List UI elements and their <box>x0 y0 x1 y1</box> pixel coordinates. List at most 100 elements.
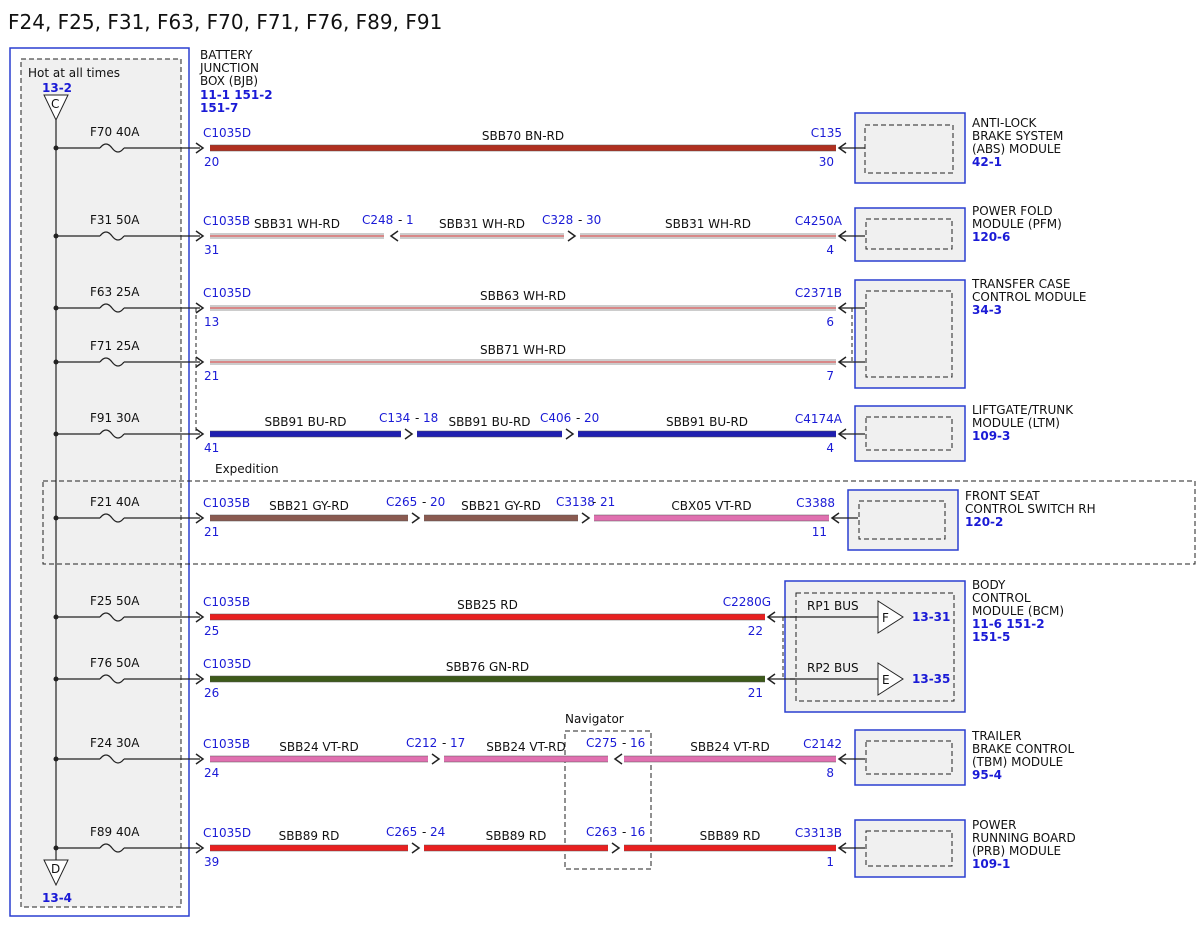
bus-letter: E <box>882 673 890 687</box>
end-pin-label: 8 <box>826 766 834 780</box>
inline-connector-dash: - <box>442 736 446 750</box>
inline-connector-arrow-icon <box>411 842 421 854</box>
end-connector-label[interactable]: C3313B <box>795 826 842 840</box>
module-inner-region <box>865 218 953 250</box>
connector-label[interactable]: C1035D <box>203 826 251 840</box>
inline-connector-label[interactable]: C406 <box>540 411 571 425</box>
wire-segment: SBB89 RD <box>624 829 836 852</box>
module-frame <box>854 729 966 786</box>
fuse-icon <box>99 357 125 367</box>
connector-label[interactable]: C1035B <box>203 214 250 228</box>
end-pin-label: 4 <box>826 243 834 257</box>
fuse-label: F31 50A <box>90 213 140 227</box>
connector-label[interactable]: C1035B <box>203 595 250 609</box>
end-connector-label[interactable]: C4250A <box>795 214 843 228</box>
inline-connector-label[interactable]: C134 <box>379 411 410 425</box>
end-pin-label: 6 <box>826 315 834 329</box>
bjb-top-ref[interactable]: 13-2 <box>42 81 72 95</box>
inline-connector-label[interactable]: C3138 <box>556 495 595 509</box>
wire-segment: SBB24 VT-RD <box>624 740 836 763</box>
wire-segment: SBB89 RD <box>210 829 408 852</box>
splice-dot-icon <box>53 515 59 521</box>
fuse-label: F24 30A <box>90 736 140 750</box>
splice-dot-icon <box>53 359 59 365</box>
module-name-line: FRONT SEAT <box>965 489 1040 503</box>
fuse-label: F21 40A <box>90 495 140 509</box>
splice-dot-icon <box>53 233 59 239</box>
inline-connector-arrow-icon <box>611 842 621 854</box>
module-inner-region <box>864 124 954 174</box>
inline-connector-label[interactable]: C248 <box>362 213 393 227</box>
pin-label: 21 <box>204 525 219 539</box>
wire-segment: SBB91 BU-RD <box>417 415 562 438</box>
end-connector-label[interactable]: C2371B <box>795 286 842 300</box>
inline-connector-label[interactable]: C265 <box>386 495 417 509</box>
pin-label: 20 <box>204 155 219 169</box>
module-ref[interactable]: 120-6 <box>972 230 1010 244</box>
bjb-bottom-ref[interactable]: 13-4 <box>42 891 72 905</box>
pin-label: 26 <box>204 686 219 700</box>
module-ref[interactable]: 11-6 151-2 <box>972 617 1045 631</box>
connector-label[interactable]: C1035D <box>203 286 251 300</box>
connector-arrow-icon <box>195 142 205 154</box>
connector-arrow-icon <box>195 673 205 685</box>
inline-connector-dash: - <box>422 495 426 509</box>
inline-connector-arrow-icon <box>411 512 421 524</box>
inline-connector-label[interactable]: C263 <box>586 825 617 839</box>
end-connector-label[interactable]: C2142 <box>803 737 842 751</box>
connector-label[interactable]: C1035B <box>203 496 250 510</box>
bjb-name-line-2: JUNCTION <box>199 61 259 75</box>
connector-label[interactable]: C1035B <box>203 737 250 751</box>
bus-ref[interactable]: 13-35 <box>912 672 950 686</box>
end-connector-label[interactable]: C2280G <box>723 595 771 609</box>
pin-label: 31 <box>204 243 219 257</box>
connector-arrow-icon <box>195 611 205 623</box>
bjb-hot-region <box>20 58 182 908</box>
wire-label: SBB21 GY-RD <box>269 499 349 513</box>
connector-arrow-icon <box>195 302 205 314</box>
wire-label: SBB89 RD <box>279 829 340 843</box>
bus-label: RP2 BUS <box>807 661 859 675</box>
module-ref[interactable]: 120-2 <box>965 515 1003 529</box>
bus-ref[interactable]: 13-31 <box>912 610 950 624</box>
end-connector-label[interactable]: C135 <box>811 126 842 140</box>
wire-label: SBB91 BU-RD <box>448 415 530 429</box>
inline-connector-pin: 21 <box>600 495 615 509</box>
bjb-ref-line-1[interactable]: 11-1 151-2 <box>200 88 273 102</box>
inline-connector-dash: - <box>398 213 402 227</box>
bjb-ref-line-2[interactable]: 151-7 <box>200 101 238 115</box>
module-ref[interactable]: 95-4 <box>972 768 1002 782</box>
module-ref[interactable]: 34-3 <box>972 303 1002 317</box>
bjb-top-letter: C <box>51 97 59 111</box>
end-pin-label: 7 <box>826 369 834 383</box>
connector-c-triangle-icon <box>43 94 69 122</box>
inline-connector-label[interactable]: C212 <box>406 736 437 750</box>
inline-connector-label[interactable]: C265 <box>386 825 417 839</box>
splice-dot-icon <box>53 145 59 151</box>
module-name-line: CONTROL MODULE <box>972 290 1087 304</box>
connector-label[interactable]: C1035D <box>203 657 251 671</box>
wire-label: SBB25 RD <box>457 598 518 612</box>
end-connector-label[interactable]: C4174A <box>795 412 843 426</box>
end-connector-label[interactable]: C3388 <box>796 496 835 510</box>
module-name-line: LIFTGATE/TRUNK <box>972 403 1074 417</box>
module-ref[interactable]: 109-3 <box>972 429 1010 443</box>
wire-label: SBB31 WH-RD <box>665 217 751 231</box>
module-frame <box>854 405 966 462</box>
module-ref-2[interactable]: 151-5 <box>972 630 1010 644</box>
inline-connector-label[interactable]: C328 <box>542 213 573 227</box>
connector-label[interactable]: C1035D <box>203 126 251 140</box>
inline-connector-label[interactable]: C275 <box>586 736 617 750</box>
module-ref[interactable]: 109-1 <box>972 857 1010 871</box>
fuse-label: F71 25A <box>90 339 140 353</box>
module-ref[interactable]: 42-1 <box>972 155 1002 169</box>
